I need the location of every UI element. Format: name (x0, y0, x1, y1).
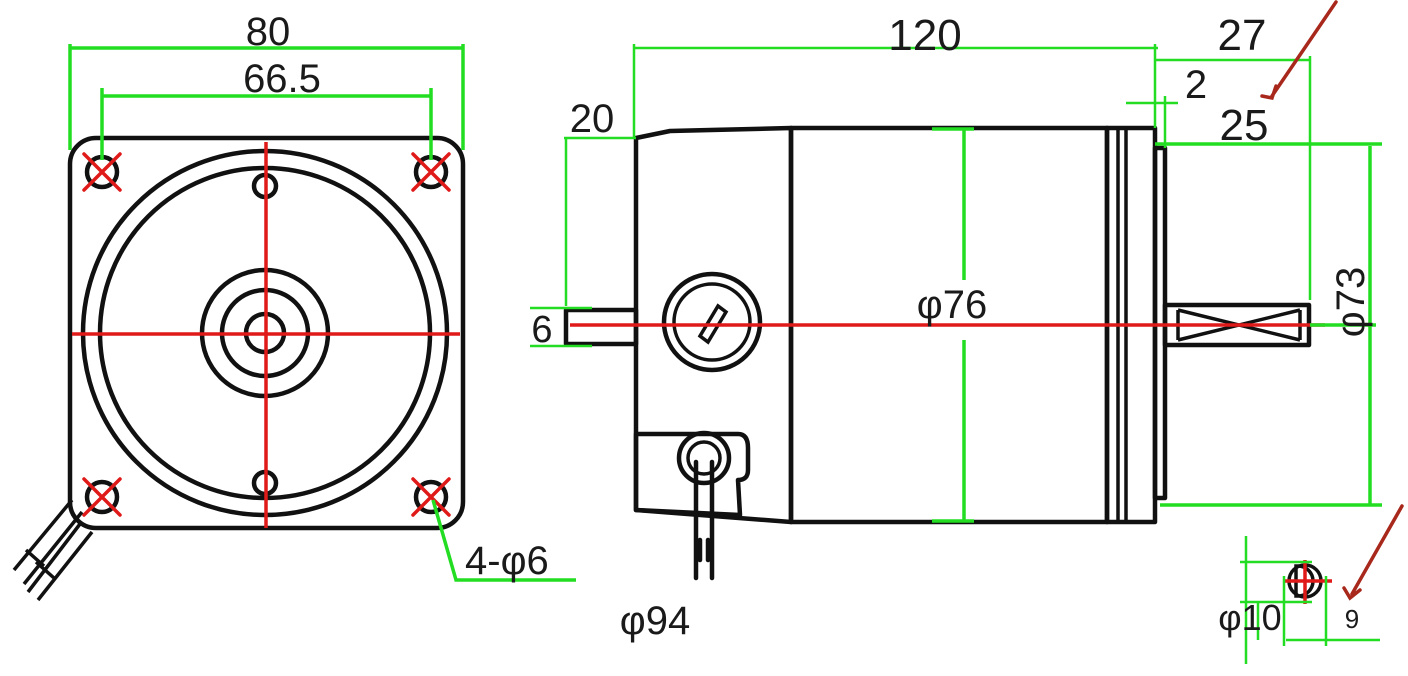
side-cable-wires (693, 459, 715, 581)
dim-label-phi76: φ76 (917, 283, 987, 327)
side-cable-gland-box (633, 431, 751, 518)
dim-line-phi76 (932, 127, 974, 523)
dim-line-6 (530, 306, 592, 348)
mount-hole-bl (84, 479, 120, 515)
dim-leader-4-phi6 (431, 499, 576, 582)
arrow-top-right (1260, 0, 1338, 101)
dim-line-120 (632, 44, 1158, 138)
dim-line-66-5 (100, 88, 433, 160)
dim-label-phi94: φ94 (620, 599, 690, 643)
dim-label-phi73: φ73 (1329, 267, 1373, 337)
shaft-section: φ10 9 (1218, 536, 1380, 664)
side-view: φ76 120 27 2 25 φ73 20 6 φ94 (530, 11, 1382, 643)
side-cable-gland (676, 430, 732, 486)
dim-label-6: 6 (531, 309, 552, 351)
mount-hole-x-marks (82, 152, 451, 517)
dim-label-120: 120 (888, 11, 961, 60)
shaft-section-centerlines (1284, 560, 1332, 604)
side-inspection-port (661, 271, 763, 373)
dim-label-27: 27 (1218, 11, 1267, 60)
dim-label-2: 2 (1185, 63, 1207, 107)
mount-hole-br (413, 479, 449, 515)
arrow-bottom-right (1342, 504, 1404, 601)
dim-label-4-phi6: 4-φ6 (465, 539, 549, 583)
dim-label-25: 25 (1220, 101, 1269, 150)
shaft-section-dim-lines (1240, 536, 1380, 664)
dim-line-2 (1126, 96, 1178, 148)
dim-line-20 (564, 136, 636, 306)
dim-label-9: 9 (1345, 604, 1359, 634)
side-inspection-slot (697, 303, 729, 345)
dim-line-27 (1155, 56, 1312, 300)
lead-wires (12, 498, 94, 602)
side-cable-gland-inner (686, 440, 722, 476)
annotation-arrows (1260, 0, 1404, 601)
dim-label-66-5: 66.5 (243, 57, 321, 101)
dim-line-80 (68, 44, 465, 150)
side-inspection-port-inner (672, 282, 752, 362)
dim-label-80: 80 (246, 10, 291, 54)
dim-label-20: 20 (570, 97, 615, 141)
side-rear-shaft (563, 307, 639, 347)
front-view: 80 66.5 4-φ6 (12, 10, 576, 602)
dim-line-phi73 (1160, 146, 1382, 507)
dim-label-phi10: φ10 (1218, 597, 1281, 638)
